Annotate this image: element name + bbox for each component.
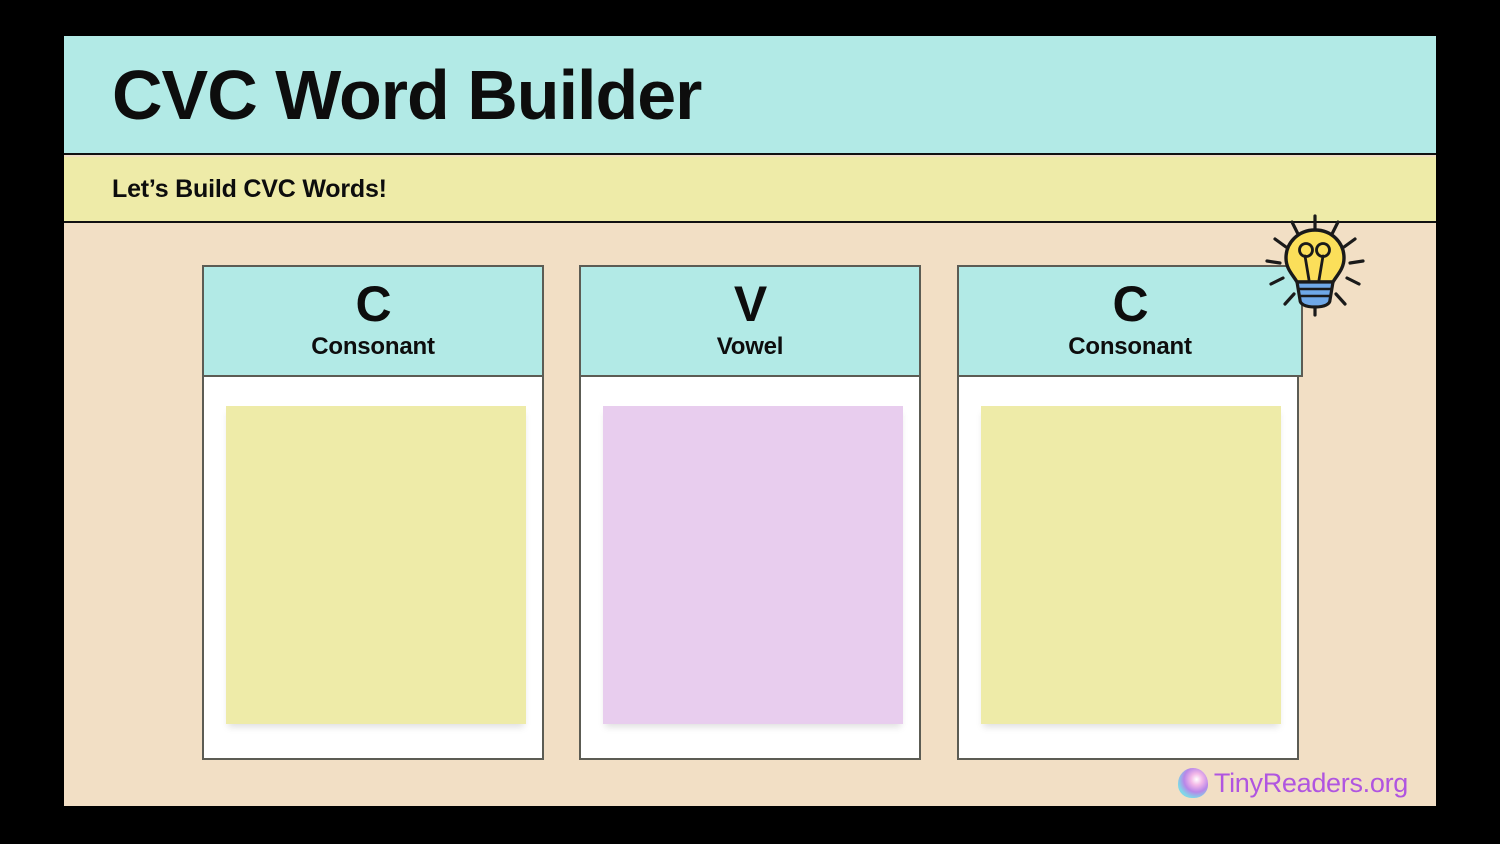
cvc-column-3-note[interactable] [981, 406, 1281, 724]
brain-gradient-icon [1177, 768, 1208, 798]
logo-text: TinyReaders.org [1213, 767, 1408, 798]
cvc-column-2-header: V Vowel [579, 265, 921, 377]
cvc-column-1-note[interactable] [226, 406, 526, 724]
slide-canvas: CVC Word Builder Let’s Build CVC Words! … [64, 36, 1436, 806]
cvc-column-2-letter: V [733, 276, 767, 333]
subtitle-band: Let’s Build CVC Words! [64, 157, 1436, 223]
cvc-column-3-header: C Consonant [957, 265, 1303, 377]
cvc-column-2-note[interactable] [603, 406, 903, 724]
cvc-column-1-letter: C [355, 276, 391, 333]
cvc-column-1[interactable]: C Consonant [202, 265, 544, 760]
subtitle-text: Let’s Build CVC Words! [112, 174, 387, 203]
page-title: CVC Word Builder [112, 55, 702, 134]
cvc-column-3-letter: C [1112, 276, 1148, 333]
cvc-columns: C Consonant V Vowel C Consonant [202, 265, 1303, 760]
logo[interactable]: TinyReaders.org [1177, 767, 1408, 798]
cvc-column-1-label: Consonant [311, 332, 435, 360]
cvc-column-3[interactable]: C Consonant [957, 265, 1303, 760]
title-band: CVC Word Builder [64, 36, 1436, 155]
cvc-column-1-header: C Consonant [202, 265, 544, 377]
cvc-column-2-note-wrap [603, 406, 903, 724]
cvc-column-3-note-wrap [981, 406, 1281, 724]
cvc-column-2[interactable]: V Vowel [579, 265, 921, 760]
cvc-column-1-note-wrap [226, 406, 526, 724]
cvc-column-2-label: Vowel [716, 332, 784, 360]
cvc-column-3-label: Consonant [1068, 332, 1192, 360]
lightbulb-icon [1265, 214, 1365, 317]
